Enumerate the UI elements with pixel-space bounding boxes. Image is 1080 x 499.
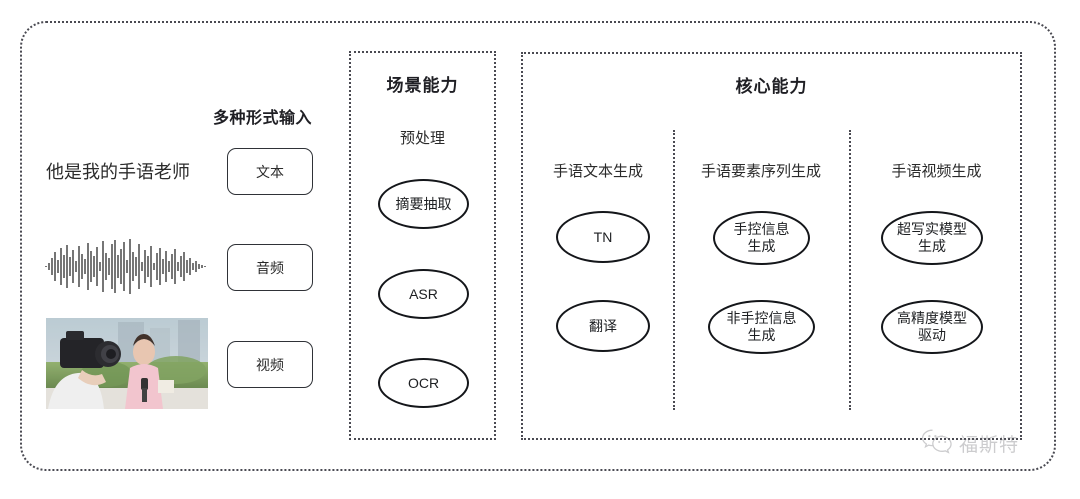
core-node-manual-signal-generation-line2: 生成 bbox=[747, 238, 776, 254]
watermark: 福斯特 bbox=[921, 428, 1019, 459]
core-node-tn[interactable]: TN bbox=[556, 211, 650, 263]
input-modality-video[interactable]: 视频 bbox=[227, 341, 313, 388]
scene-subtitle-preprocess: 预处理 bbox=[399, 130, 445, 147]
core-column-heading-sign-element-sequence-generation: 手语要素序列生成 bbox=[700, 163, 821, 180]
scene-node-summary-extraction[interactable]: 摘要抽取 bbox=[378, 179, 469, 229]
core-node-manual-signal-generation-line1: 手控信息 bbox=[733, 221, 790, 238]
core-column-heading-sign-video-generation: 手语视频生成 bbox=[891, 163, 982, 180]
core-capability-title: 核心能力 bbox=[735, 77, 808, 96]
audio-waveform-icon bbox=[44, 238, 208, 295]
core-node-non-manual-signal-generation-line1: 非手控信息 bbox=[726, 310, 797, 327]
core-node-manual-signal-generation[interactable]: 手控信息 生成 bbox=[713, 211, 810, 265]
core-node-non-manual-signal-generation-line2: 生成 bbox=[747, 327, 776, 343]
watermark-label: 福斯特 bbox=[959, 435, 1020, 456]
scene-node-asr[interactable]: ASR bbox=[378, 269, 469, 319]
input-modality-audio[interactable]: 音频 bbox=[227, 244, 313, 291]
scene-capability-title: 场景能力 bbox=[386, 76, 459, 95]
core-capability-group: 核心能力 手语文本生成 TN 翻译 手语要素序列生成 手控信息 生成 非手控信息… bbox=[521, 52, 1022, 440]
core-node-hyperrealistic-model-generation-line2: 生成 bbox=[918, 238, 946, 254]
core-node-translation[interactable]: 翻译 bbox=[556, 300, 650, 352]
core-node-non-manual-signal-generation[interactable]: 非手控信息 生成 bbox=[708, 300, 815, 354]
core-node-hyperrealistic-model-generation[interactable]: 超写实模型 生成 bbox=[881, 211, 983, 265]
core-column-heading-sign-text-generation: 手语文本生成 bbox=[552, 163, 643, 180]
sample-text-input: 他是我的手语老师 bbox=[46, 162, 190, 182]
core-column-divider-2 bbox=[849, 130, 851, 410]
outer-frame bbox=[20, 21, 1056, 471]
scene-capability-group: 场景能力 预处理 摘要抽取 ASR OCR bbox=[349, 51, 496, 440]
input-modality-text[interactable]: 文本 bbox=[227, 148, 313, 195]
input-section-heading: 多种形式输入 bbox=[213, 110, 313, 127]
video-thumbnail bbox=[46, 318, 208, 409]
wechat-icon bbox=[921, 428, 953, 459]
core-node-high-precision-model-driving-line2: 驱动 bbox=[918, 327, 946, 343]
scene-node-ocr[interactable]: OCR bbox=[378, 358, 469, 408]
core-column-divider-1 bbox=[673, 130, 675, 410]
core-node-hyperrealistic-model-generation-line1: 超写实模型 bbox=[897, 221, 967, 238]
core-node-high-precision-model-driving-line1: 高精度模型 bbox=[897, 310, 967, 327]
core-node-high-precision-model-driving[interactable]: 高精度模型 驱动 bbox=[881, 300, 983, 354]
